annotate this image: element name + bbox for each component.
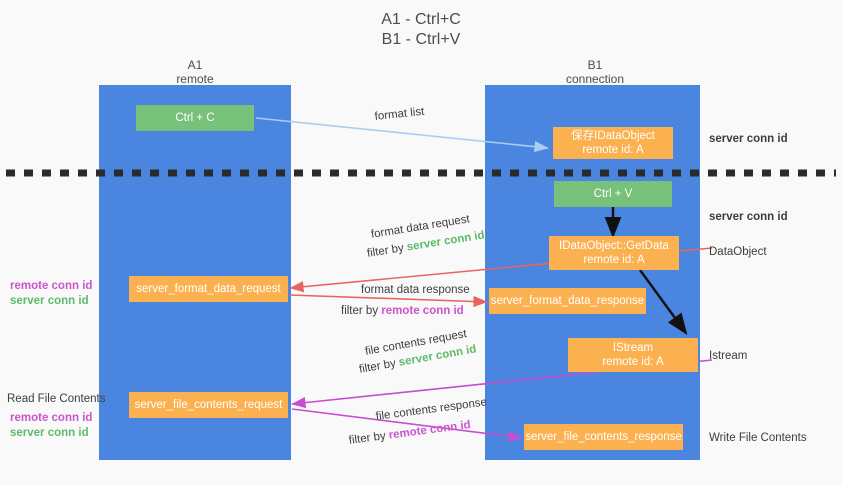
box-server-format-data-response-label: server_format_data_response [490, 295, 645, 307]
box-server-format-data-request[interactable]: server_format_data_request [129, 276, 288, 302]
edge-label-format-list: format list [374, 105, 425, 123]
edge-label-format-data-response: format data response [361, 284, 470, 296]
left-label-server-conn-id-2: server conn id [10, 427, 89, 439]
box-ctrl-v-label: Ctrl + V [593, 188, 633, 200]
box-istream-line2: remote id: A [602, 356, 664, 368]
edge-label-file-contents-response: file contents response [375, 396, 488, 423]
column-header-b1-sub: connection [565, 72, 625, 86]
edge-label-filter-remote-1: filter by remote conn id [341, 304, 464, 319]
box-server-format-data-response[interactable]: server_format_data_response [489, 288, 646, 314]
box-server-format-data-request-label: server_format_data_request [136, 283, 281, 295]
remote-conn-id-text-2: remote conn id [388, 418, 472, 442]
box-server-file-contents-request[interactable]: server_file_contents_request [129, 392, 288, 418]
left-label-remote-conn-id-1: remote conn id [10, 280, 93, 292]
box-ctrl-c[interactable]: Ctrl + C [136, 105, 254, 131]
column-header-b1-name: B1 [587, 58, 603, 72]
diagram-title-line2: B1 - Ctrl+V [381, 31, 461, 48]
filter-by-text-3: filter by [358, 356, 400, 376]
filter-by-text-1: filter by [366, 241, 408, 260]
box-getdata-line2: remote id: A [583, 254, 645, 266]
right-label-server-conn-id-top: server conn id [709, 133, 788, 145]
box-ctrl-v[interactable]: Ctrl + V [554, 181, 672, 207]
left-label-remote-conn-id-2: remote conn id [10, 412, 93, 424]
box-server-file-contents-response-label: server_file_contents_response [525, 431, 682, 443]
box-istream-line1: IStream [612, 342, 654, 354]
right-label-write-file-contents: Write File Contents [709, 432, 807, 444]
left-label-read-file-contents: Read File Contents [7, 393, 106, 405]
box-save-dataobject[interactable]: 保存IDataObject remote id: A [553, 127, 673, 159]
right-label-server-conn-id-mid: server conn id [709, 211, 788, 223]
remote-conn-id-text-1: remote conn id [381, 305, 464, 317]
box-getdata-line1: IDataObject::GetData [559, 240, 669, 252]
left-label-server-conn-id-1: server conn id [10, 295, 89, 307]
filter-by-text-2: filter by [341, 305, 382, 317]
box-save-dataobject-line2: remote id: A [582, 144, 644, 156]
box-idataobject-getdata[interactable]: IDataObject::GetData remote id: A [549, 236, 679, 270]
filter-by-text-4: filter by [348, 429, 390, 447]
box-server-file-contents-response[interactable]: server_file_contents_response [524, 424, 683, 450]
box-server-file-contents-request-label: server_file_contents_request [134, 399, 283, 411]
box-ctrl-c-label: Ctrl + C [175, 112, 215, 124]
right-label-dataobject: DataObject [709, 246, 767, 258]
diagram-title-line1: A1 - Ctrl+C [381, 11, 461, 28]
column-header-a1-sub: remote [176, 72, 214, 86]
box-istream[interactable]: IStream remote id: A [568, 338, 698, 372]
right-label-istream: Istream [709, 350, 748, 362]
box-save-dataobject-line1: 保存IDataObject [571, 130, 655, 142]
column-header-a1-name: A1 [187, 58, 203, 72]
edge-label-filter-remote-2: filter by remote conn id [348, 418, 472, 449]
